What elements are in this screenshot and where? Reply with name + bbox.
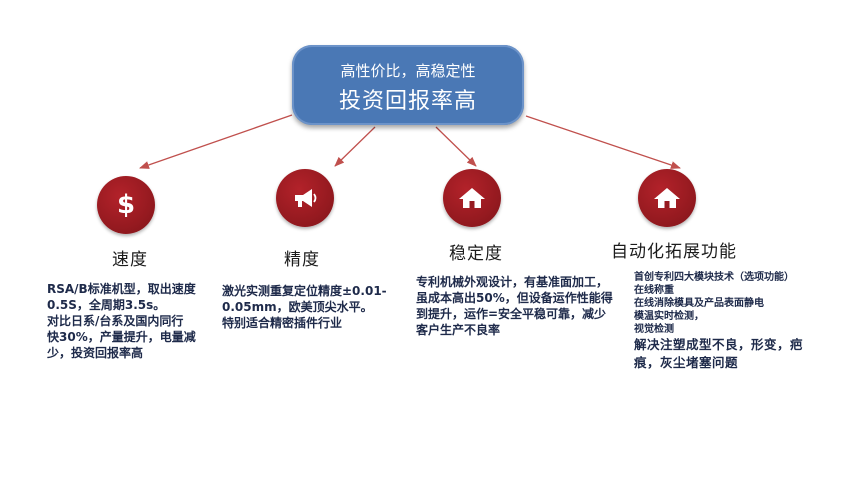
arrow-to-speed (139, 114, 293, 169)
automation-title: 自动化拓展功能 (611, 242, 737, 262)
stability-line: 客户生产不良率 (416, 323, 501, 337)
automation-line: 解决注塑成型不良，形变，疤 (634, 337, 804, 352)
speed-line: RSA/B标准机型，取出速度 (47, 282, 196, 296)
home-icon (443, 169, 501, 227)
stability-description: 专利机械外观设计，有基准面加工， 虽成本高出50%，但设备运作性能得 到提升，运… (416, 274, 613, 338)
megaphone-icon (276, 169, 334, 227)
home-icon (638, 169, 696, 227)
speed-line: 少，投资回报率高 (47, 346, 144, 360)
automation-line: 在线消除模具及产品表面静电 (634, 298, 764, 309)
stability-line: 到提升，运作=安全平稳可靠，减少 (416, 307, 607, 321)
automation-description: 首创专利四大模块技术（选项功能） 在线称重 在线消除模具及产品表面静电 模温实时… (634, 271, 803, 372)
speed-description: RSA/B标准机型，取出速度 0.5S，全周期3.5s。 对比日系/台系及国内同… (47, 281, 196, 361)
stability-line: 专利机械外观设计，有基准面加工， (416, 275, 609, 289)
precision-line: 特别适合精密插件行业 (222, 316, 343, 330)
precision-line: 0.05mm，欧美顶尖水平。 (222, 300, 373, 314)
precision-description: 激光实测重复定位精度±0.01- 0.05mm，欧美顶尖水平。 特别适合精密插件… (222, 283, 387, 331)
automation-line: 在线称重 (634, 285, 674, 296)
hub-subtitle: 高性价比，高稳定性 (340, 62, 476, 80)
speed-title: 速度 (112, 250, 148, 270)
automation-line: 首创专利四大模块技术（选项功能） (634, 272, 794, 283)
automation-line: 视觉检测 (634, 324, 674, 335)
dollar-icon: $ (97, 176, 155, 234)
arrow-to-automation (525, 115, 681, 169)
speed-line: 0.5S，全周期3.5s。 (47, 298, 166, 312)
hub-title: 投资回报率高 (338, 89, 477, 114)
arrow-to-precision (334, 126, 376, 167)
stability-title: 稳定度 (449, 244, 503, 264)
precision-line: 激光实测重复定位精度±0.01- (222, 284, 387, 298)
precision-title: 精度 (284, 250, 320, 270)
central-hub: 高性价比，高稳定性 投资回报率高 (292, 45, 524, 125)
stability-line: 虽成本高出50%，但设备运作性能得 (416, 291, 613, 305)
speed-line: 对比日系/台系及国内同行 (47, 314, 184, 328)
automation-line: 痕，灰尘堵塞问题 (634, 355, 739, 370)
speed-line: 快30%，产量提升，电量减 (47, 330, 196, 344)
automation-line: 模温实时检测， (634, 311, 704, 322)
arrow-to-stability (435, 126, 477, 167)
